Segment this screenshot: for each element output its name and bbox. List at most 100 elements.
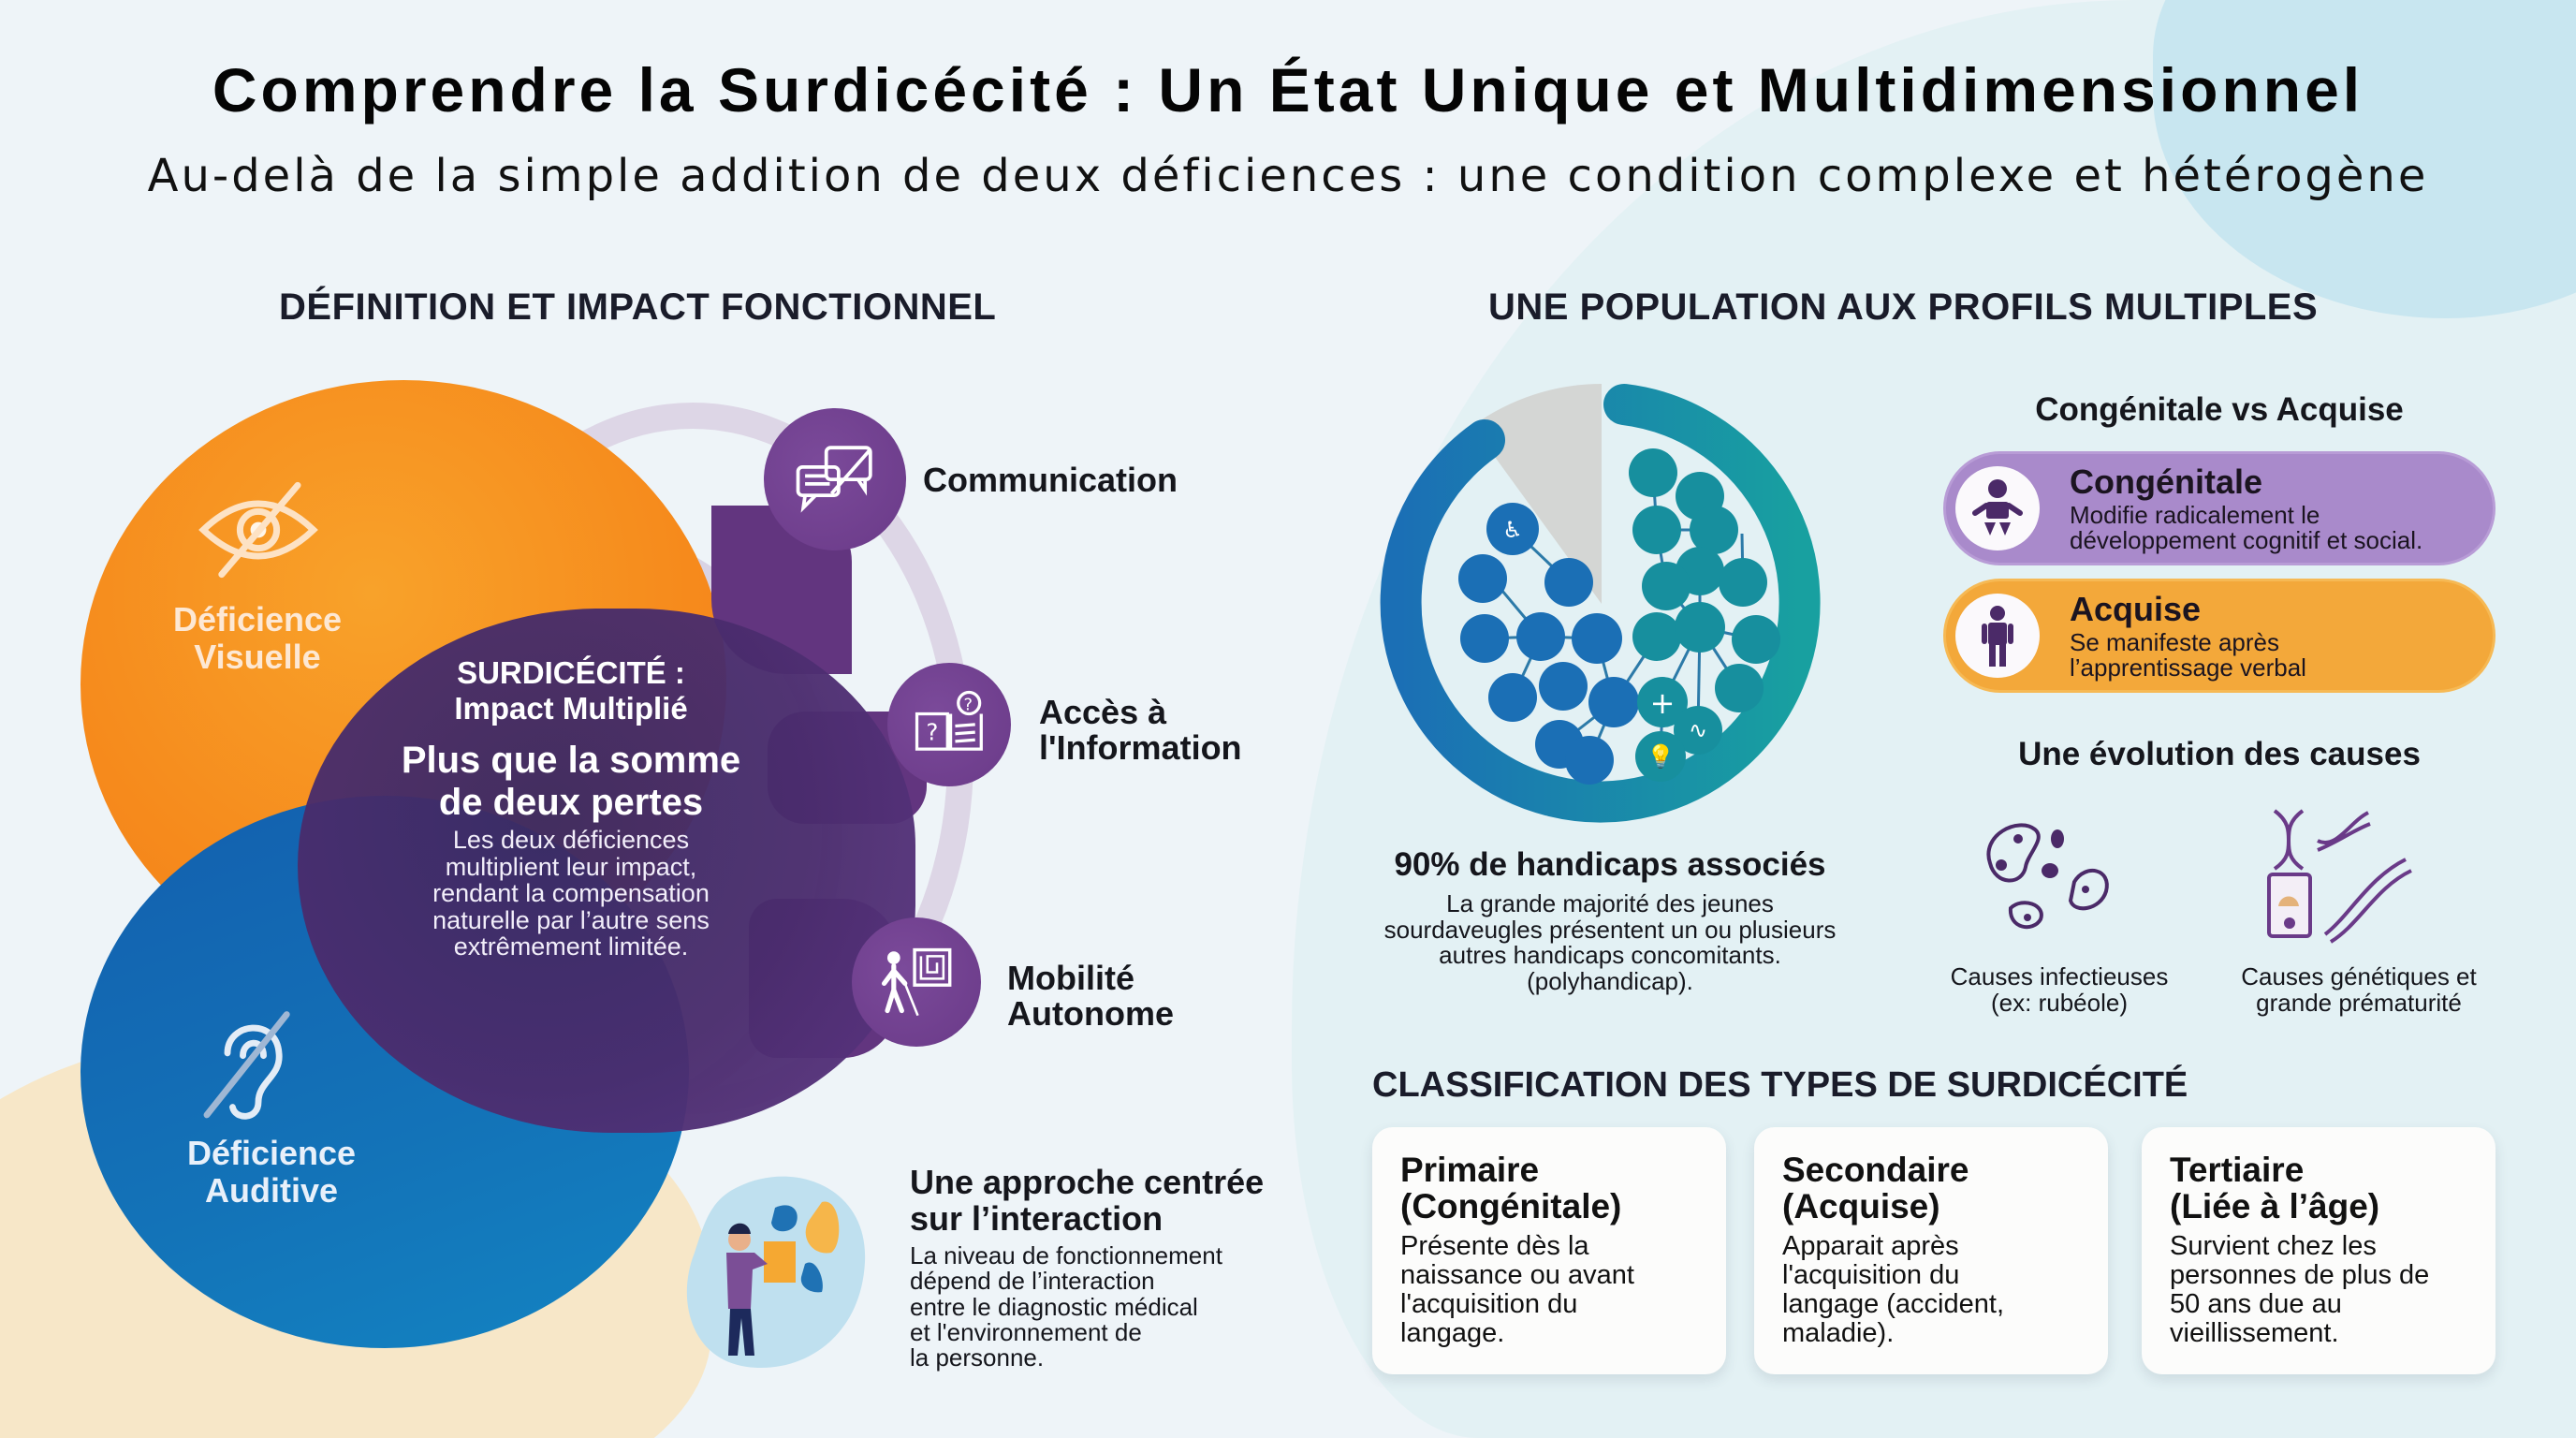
card-body-line: l'acquisition du	[1400, 1288, 1578, 1319]
acquired-text: Acquise Se manifeste après l’apprentissa…	[2070, 589, 2306, 681]
center-headline-line2: de deux pertes	[438, 781, 704, 823]
genetic-causes-label: Causes génétiques et grande prématurité	[2218, 962, 2499, 1016]
card-body-line: naissance ou avant	[1400, 1260, 1634, 1291]
card-body: Apparait après l'acquisition du langage …	[1782, 1232, 2080, 1347]
approach-body-line: et l'environnement de	[910, 1317, 1142, 1346]
card-body: Présente dès la naissance ou avant l'acq…	[1400, 1232, 1698, 1347]
congenital-desc-line1: Modifie radicalement le	[2070, 501, 2320, 530]
acquired-desc-line2: l’apprentissage verbal	[2070, 653, 2306, 682]
card-title-line1: Primaire	[1400, 1151, 1540, 1189]
approach-body-line: dépend de l’interaction	[910, 1267, 1155, 1296]
infectious-causes-line2: (ex: rubéole)	[1991, 988, 2128, 1017]
svg-text:♿: ♿	[1502, 517, 1523, 543]
card-body-line: l'acquisition du	[1782, 1260, 1960, 1291]
svg-text:∿: ∿	[1689, 717, 1707, 743]
eye-crossed-icon	[193, 477, 324, 590]
card-title-line1: Secondaire	[1782, 1151, 1969, 1189]
card-body-line: langage (accident,	[1782, 1288, 2004, 1319]
svg-text:💡: 💡	[1647, 743, 1675, 770]
congenital-text: Congénitale Modifie radicalement le déve…	[2070, 462, 2422, 553]
genetic-causes-line1: Causes génétiques et	[2241, 962, 2477, 990]
page-title: Comprendre la Surdicécité : Un État Uniq…	[212, 55, 2364, 125]
associated-disabilities-title: 90% de handicaps associés	[1394, 846, 1826, 883]
congenital-title: Congénitale	[2070, 462, 2263, 501]
auditory-deficiency-label-line2: Auditive	[204, 1171, 338, 1211]
acquired-desc: Se manifeste après l’apprentissage verba…	[2070, 630, 2306, 680]
stat-body-line: (polyhandicap).	[1527, 966, 1693, 995]
center-body-line: Les deux déficiences	[452, 826, 690, 855]
associated-disabilities-donut: ♿ + ∿ 💡	[1372, 374, 1831, 833]
information-access-label: Accès à l'Information	[1039, 695, 1242, 766]
visual-deficiency-label-line2: Visuelle	[194, 638, 321, 677]
definition-section-heading: DÉFINITION ET IMPACT FONCTIONNEL	[279, 286, 997, 328]
card-title-line2: (Congénitale)	[1400, 1187, 1622, 1226]
associated-disabilities-body: La grande majorité des jeunes sourdaveug…	[1348, 889, 1872, 995]
center-body-line: multiplient leur impact,	[445, 852, 697, 881]
classification-card-tertiary: Tertiaire (Liée à l’âge) Survient chez l…	[2142, 1127, 2496, 1374]
center-body-line: naturelle par l’autre sens	[432, 905, 710, 934]
communication-label: Communication	[923, 461, 1178, 499]
page-subtitle: Au-delà de la simple addition de deux dé…	[147, 150, 2429, 202]
dna-incubator-icon	[2265, 803, 2415, 944]
svg-text:?: ?	[964, 695, 973, 714]
visual-deficiency-label: Déficience Visuelle	[140, 600, 374, 677]
svg-text:?: ?	[926, 718, 938, 745]
congenital-desc-line2: développement cognitif et social.	[2070, 525, 2423, 554]
deafblindness-center-circle	[298, 609, 915, 1133]
center-headline-line1: Plus que la somme	[401, 739, 741, 781]
acquired-desc-line1: Se manifeste après	[2070, 628, 2280, 657]
approach-title-line2: sur l’interaction	[910, 1198, 1164, 1238]
book-question-icon: ? ?	[915, 690, 983, 751]
mobility-node	[852, 917, 981, 1047]
onset-heading: Congénitale vs Acquise	[2035, 391, 2404, 428]
baby-icon	[1955, 466, 2040, 550]
bacteria-icon	[1981, 807, 2121, 938]
mobility-label-line2: Autonome	[1007, 993, 1174, 1033]
visual-deficiency-label-line1: Déficience	[172, 600, 343, 638]
infectious-causes-line1: Causes infectieuses	[1950, 962, 2169, 990]
communication-node	[764, 408, 906, 550]
card-body-line: Présente dès la	[1400, 1231, 1589, 1262]
approach-body-line: entre le diagnostic médical	[910, 1292, 1198, 1321]
card-body-line: maladie).	[1782, 1317, 1895, 1348]
causes-heading: Une évolution des causes	[2018, 736, 2421, 772]
card-body-line: Apparait après	[1782, 1231, 1959, 1262]
information-access-label-line2: l'Information	[1039, 727, 1242, 767]
ear-crossed-icon	[197, 1009, 300, 1122]
congenital-desc: Modifie radicalement le développement co…	[2070, 503, 2422, 552]
card-title: Primaire (Congénitale)	[1400, 1152, 1698, 1225]
card-body: Survient chez les personnes de plus de 5…	[2170, 1232, 2467, 1347]
approach-body-line: La niveau de fonctionnement	[910, 1241, 1222, 1269]
information-access-label-line1: Accès à	[1039, 693, 1167, 731]
person-cane-maze-icon	[882, 948, 952, 1017]
card-body-line: Survient chez les	[2170, 1231, 2377, 1262]
person-standing-icon	[1955, 594, 2040, 678]
center-body-line: rendant la compensation	[432, 879, 710, 908]
auditory-deficiency-label-line1: Déficience	[186, 1134, 357, 1172]
stat-body-line: La grande majorité des jeunes	[1446, 889, 1774, 917]
center-kicker-line2: Impact Multiplié	[454, 690, 688, 726]
approach-title-line1: Une approche centrée	[910, 1163, 1265, 1201]
center-headline: Plus que la somme de deux pertes	[356, 740, 786, 824]
card-title-line2: (Acquise)	[1782, 1187, 1940, 1226]
mobility-label: Mobilité Autonome	[1007, 961, 1174, 1032]
card-title: Secondaire (Acquise)	[1782, 1152, 2080, 1225]
person-arranging-shapes-icon	[681, 1159, 869, 1376]
congenital-pill: Congénitale Modifie radicalement le déve…	[1943, 451, 2496, 565]
card-title: Tertiaire (Liée à l’âge)	[2170, 1152, 2467, 1225]
center-body: Les deux déficiences multiplient leur im…	[356, 827, 786, 960]
auditory-deficiency-label: Déficience Auditive	[150, 1134, 393, 1211]
approach-title: Une approche centrée sur l’interaction	[910, 1163, 1265, 1238]
acquired-title: Acquise	[2070, 589, 2202, 628]
card-body-line: vieillissement.	[2170, 1317, 2339, 1348]
deafblindness-center-text: SURDICÉCITÉ : Impact Multiplié Plus que …	[356, 655, 786, 960]
card-body-line: 50 ans due au	[2170, 1288, 2342, 1319]
svg-text:+: +	[1650, 685, 1676, 721]
classification-heading: CLASSIFICATION DES TYPES DE SURDICÉCITÉ	[1372, 1065, 2188, 1105]
card-body-line: langage.	[1400, 1317, 1505, 1348]
speech-bubbles-crossed-icon	[796, 446, 872, 513]
classification-card-secondary: Secondaire (Acquise) Apparait après l'ac…	[1754, 1127, 2108, 1374]
infectious-causes-label: Causes infectieuses (ex: rubéole)	[1938, 962, 2181, 1017]
center-kicker-line1: SURDICÉCITÉ :	[457, 655, 685, 690]
approach-body-line: la personne.	[910, 1343, 1045, 1372]
